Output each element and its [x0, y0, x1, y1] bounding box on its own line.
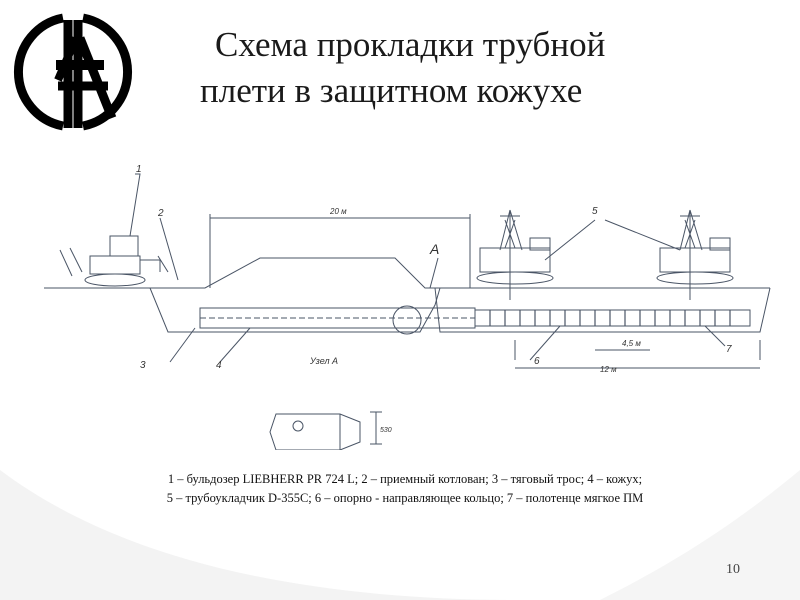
dim-12-label: 12 м: [600, 365, 617, 374]
callout-4: 4: [216, 360, 222, 371]
dim-12-line: [514, 340, 761, 369]
company-logo: [14, 13, 132, 131]
dim-45-label: 4,5 м: [622, 339, 641, 348]
pipe-string: [474, 309, 751, 327]
caption-line-1: 1 – бульдозер LIEBHERR PR 724 L; 2 – при…: [167, 472, 643, 486]
callout-7: 7: [726, 344, 732, 355]
node-label: Узел А: [309, 356, 338, 366]
small-dim-label: 530: [380, 427, 392, 434]
title-line-2: плети в защитном кожухе: [200, 71, 583, 110]
node-marker: А: [429, 241, 439, 257]
title-line-1: Схема прокладки трубной: [215, 25, 606, 64]
callout-5: 5: [592, 206, 598, 217]
node-a-detail: [269, 411, 382, 450]
bulldozer-icon: [59, 235, 169, 287]
dim-20-label: 20 м: [329, 207, 347, 216]
legend-caption: 1 – бульдозер LIEBHERR PR 724 L; 2 – при…: [60, 470, 750, 508]
callout-3: 3: [140, 360, 146, 371]
dim-20-line: [209, 214, 471, 288]
ground-line: [44, 257, 770, 289]
callout-2: 2: [157, 208, 164, 219]
pipeline-scheme-drawing: 1 2 3 4 5 6 7 20 м 12 м 4,5 м Узел А А 5…: [44, 164, 771, 450]
trench: [434, 287, 771, 333]
node-a-circle: [392, 305, 422, 335]
callout-6: 6: [534, 356, 540, 367]
caption-line-2: 5 – трубоукладчик D-355C; 6 – опорно - н…: [166, 491, 644, 505]
callout-1: 1: [136, 164, 142, 175]
slide-title: Схема прокладки трубной плети в защитном…: [200, 22, 720, 114]
page-number: 10: [726, 562, 740, 577]
pipelayer-1-icon: [476, 209, 554, 300]
pipelayer-2-icon: [656, 209, 734, 300]
